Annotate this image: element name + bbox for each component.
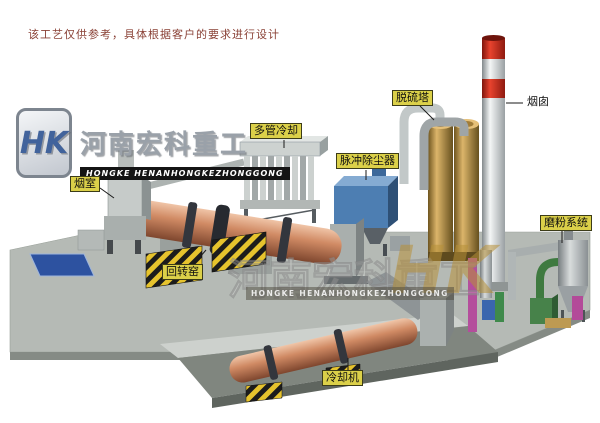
smoke-chamber (77, 150, 151, 254)
kiln-tyre (182, 202, 198, 249)
leader-lines (99, 102, 563, 370)
label-smoke-chamber: 烟室 (70, 176, 100, 192)
label-desulfurization-tower: 脱硫塔 (392, 90, 433, 106)
logo-monogram: HK (19, 125, 69, 161)
hazard-base (245, 381, 283, 403)
hazard-barrier (211, 231, 267, 273)
label-grinding-system: 磨粉系统 (540, 215, 592, 231)
cooler-tube (300, 156, 306, 200)
logo-company-name-cn: 河南宏科重工 (80, 130, 249, 160)
logo-emblem: HK (16, 108, 72, 178)
cooling-machine (229, 318, 418, 383)
cyclone (558, 240, 588, 286)
pulse-dust-collector (334, 166, 410, 256)
platform-front-face (10, 310, 590, 360)
water-pool (29, 253, 95, 277)
company-logo: HK 河南宏科重工 HONGKE HENANHONGKEZHONGGONG (16, 108, 290, 180)
label-chimney: 烟囱 (527, 95, 549, 108)
cooler-tyre (263, 345, 279, 380)
label-pulse-dust-collector: 脉冲除尘器 (336, 153, 399, 169)
disclaimer-text: 该工艺仅供参考，具体根据客户的要求进行设计 (28, 28, 280, 41)
id-fan (390, 236, 410, 251)
logo-text-block: 河南宏科重工 HONGKE HENANHONGKEZHONGGONG (80, 108, 290, 180)
label-multi-tube-cooler: 多管冷却 (250, 123, 302, 139)
flue-gas-pipes (399, 103, 469, 190)
cooler-tyre (333, 328, 349, 364)
chimney (479, 35, 508, 291)
label-cooling-machine: 冷却机 (322, 370, 363, 386)
kiln-tyre (276, 217, 293, 264)
logo-company-name-en: HONGKE HENANHONGKEZHONGGONG (80, 167, 290, 180)
label-rotary-kiln: 回转窑 (162, 264, 203, 280)
cooler-tube (308, 156, 314, 200)
cooler-tube (292, 156, 298, 200)
piping-cluster (468, 250, 504, 332)
cooler-discharge-tower (420, 292, 454, 346)
grinding-system (508, 230, 588, 328)
